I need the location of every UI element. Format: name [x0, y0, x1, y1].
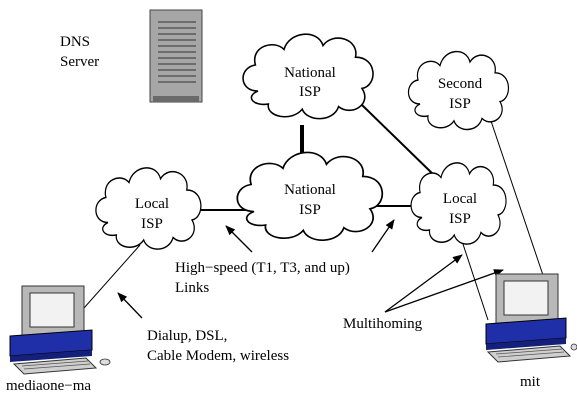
- national-top-to-local-right-link: [361, 104, 438, 179]
- cloud-local-left-line2: ISP: [141, 216, 163, 232]
- cloud-national-top-line2: ISP: [299, 84, 321, 100]
- cloud-second-isp-line1: Second: [438, 76, 483, 92]
- cloud-second-isp-line2: ISP: [449, 96, 471, 112]
- cloud-national-mid: National ISP: [236, 151, 384, 242]
- cloud-local-right-line2: ISP: [449, 211, 471, 227]
- dialup-label-line2: Cable Modem, wireless: [147, 348, 289, 364]
- dns-server-icon: [149, 9, 203, 103]
- cloud-local-left: Local ISP: [95, 167, 202, 250]
- highspeed-arrow-right: [371, 219, 395, 253]
- host-left-label: mediaone−ma: [6, 378, 91, 394]
- links: [59, 104, 549, 336]
- dialup-arrow: [117, 292, 143, 319]
- highspeed-arrow-left: [225, 225, 253, 253]
- cloud-national-top: National ISP: [242, 33, 374, 120]
- cloud-second-isp: Second ISP: [407, 50, 510, 131]
- cloud-local-right: Local ISP: [410, 162, 507, 245]
- cloud-local-left-line1: Local: [135, 196, 169, 212]
- host-right-label: mit: [520, 374, 541, 390]
- computer-left-icon: [9, 285, 111, 375]
- second-isp-to-mit-link: [489, 117, 549, 291]
- multihoming-arrow-1: [384, 254, 463, 313]
- cloud-national-mid-line2: ISP: [299, 202, 321, 218]
- local-right-to-mit-link: [459, 234, 489, 321]
- arrows: [117, 219, 504, 319]
- multihoming-arrow-2: [384, 269, 504, 313]
- cloud-local-right-line1: Local: [443, 191, 477, 207]
- computer-right-icon: [485, 273, 577, 363]
- highspeed-label-line2: Links: [175, 280, 209, 296]
- dns-label-line1: DNS: [60, 34, 90, 50]
- cloud-national-mid-line1: National: [284, 182, 336, 198]
- dns-label-line2: Server: [60, 54, 99, 70]
- dialup-label-line1: Dialup, DSL,: [147, 328, 227, 344]
- highspeed-label-line1: High−speed (T1, T3, and up): [175, 260, 350, 276]
- multihoming-label: Multihoming: [343, 316, 423, 332]
- cloud-national-top-line1: National: [284, 65, 336, 81]
